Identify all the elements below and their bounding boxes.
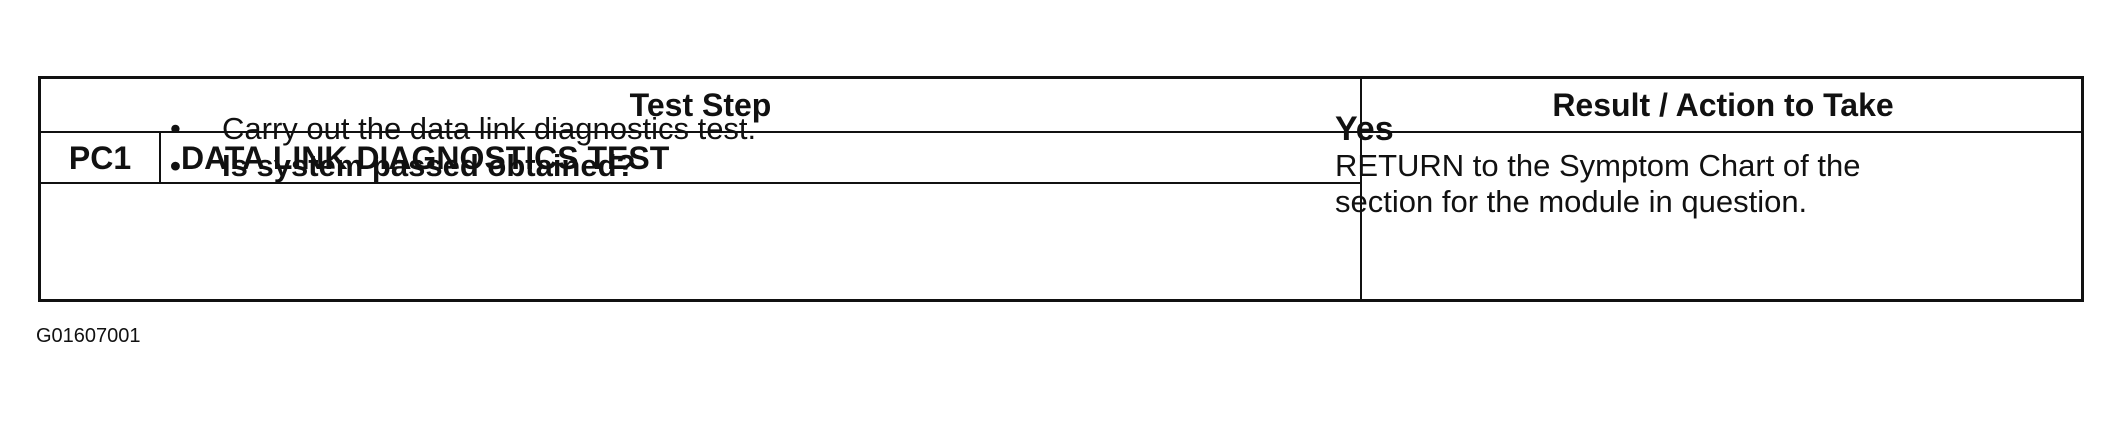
step-bullet-item: • Is system passed obtained?: [170, 147, 756, 184]
figure-id: G01607001: [36, 325, 141, 347]
bullet-text: Carry out the data link diagnostics test…: [222, 111, 757, 146]
step-title: DATA LINK DIAGNOSTICS TEST: [181, 140, 670, 176]
result-action-line: RETURN to the Symptom Chart of the: [1335, 148, 1861, 183]
diagnostic-table: Test Step Result / Action to Take PC1 DA…: [38, 76, 2084, 302]
result-cell: Yes RETURN to the Symptom Chart of the s…: [1335, 110, 1860, 220]
result-action-line: section for the module in question.: [1335, 184, 1808, 219]
step-title-divider: [41, 182, 1360, 184]
test-step-header: Test Step: [629, 87, 772, 123]
bullet-text: Is system passed obtained?: [222, 148, 636, 183]
result-action-header: Result / Action to Take: [1552, 87, 1894, 123]
bullet-icon: •: [170, 111, 181, 146]
step-bullet-item: • Carry out the data link diagnostics te…: [170, 110, 756, 147]
column-divider: [1360, 79, 1362, 299]
result-answer: Yes: [1335, 110, 1394, 148]
bullet-icon: •: [170, 148, 181, 183]
step-id: PC1: [68, 140, 132, 176]
step-id-divider: [159, 131, 161, 183]
header-divider: [41, 131, 2081, 133]
step-bullet-list: • Carry out the data link diagnostics te…: [170, 110, 756, 184]
